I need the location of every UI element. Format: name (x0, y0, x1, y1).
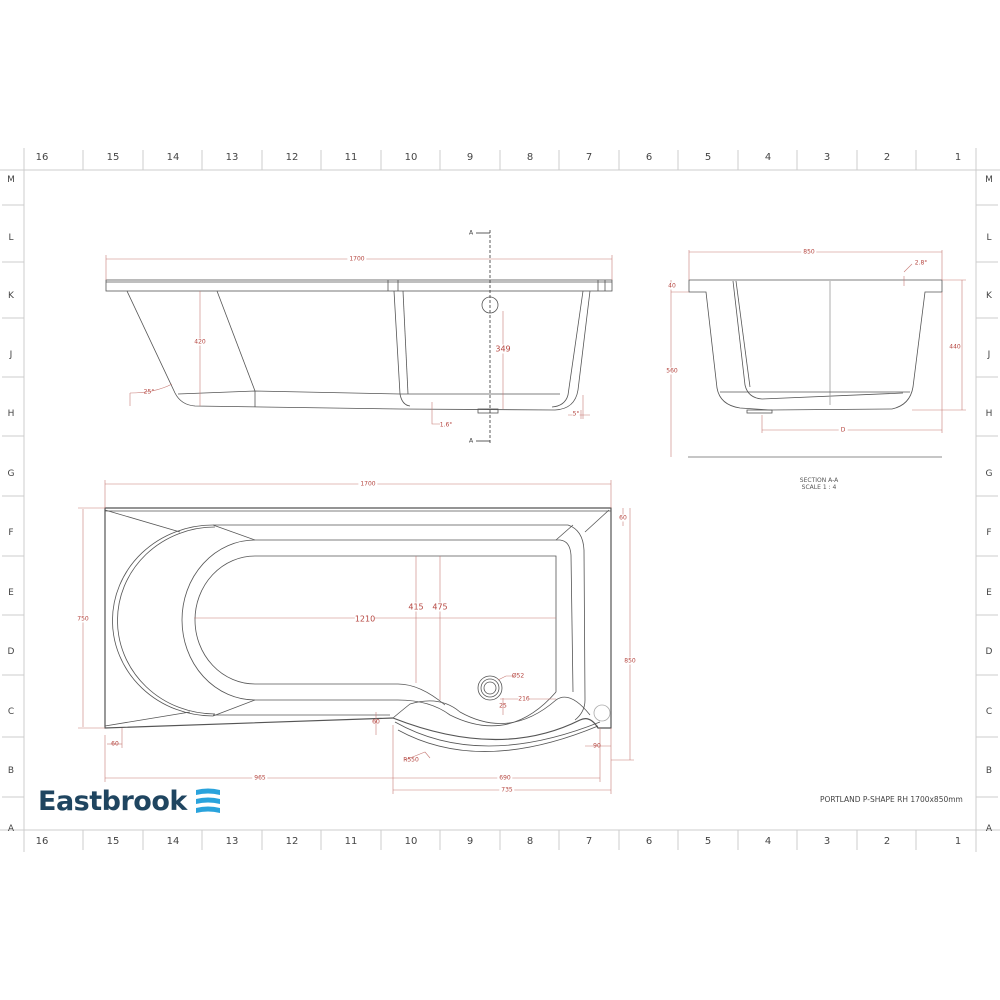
column-label: 10 (404, 836, 418, 847)
row-label: M (7, 175, 15, 185)
section-title: SECTION A-A (799, 477, 839, 484)
column-label: 16 (35, 836, 49, 847)
base-angle-dim: 1.6° (439, 421, 453, 429)
waste-offset-y-dim: 25 (499, 702, 507, 710)
column-label: 5 (704, 152, 712, 163)
total-height-dim: 560 (666, 367, 678, 375)
column-label: 7 (585, 152, 593, 163)
end-width-dim: 750 (77, 615, 89, 623)
column-label: 9 (466, 152, 474, 163)
column-label: 6 (645, 152, 653, 163)
plan-view (104, 507, 612, 752)
section-width-dim: 850 (801, 248, 817, 256)
rim-dim: 40 (668, 282, 676, 290)
plan-length-dim: 1700 (358, 480, 378, 488)
corner-dim: 90 (593, 742, 601, 750)
curve-radius-dim: R550 (403, 756, 419, 764)
waste-height-dim: 349 (495, 344, 511, 354)
column-label: 6 (645, 836, 653, 847)
column-label: 13 (225, 836, 239, 847)
inner-width-dim-1: 415 (408, 602, 424, 612)
waste-offset-x-dim: 216 (518, 695, 530, 703)
straight-length-dim: 965 (252, 774, 268, 782)
column-label: 13 (225, 152, 239, 163)
column-label: 11 (344, 152, 358, 163)
drawing-title: PORTLAND P-SHAPE RH 1700x850mm (820, 795, 963, 804)
section-marker-top: A (468, 229, 474, 237)
section-scale: SCALE 1 : 4 (801, 484, 837, 491)
row-label: B (7, 766, 15, 776)
waste-diameter-dim: Ø52 (511, 672, 525, 680)
column-label: 1 (954, 836, 962, 847)
right-rim-dim: 60 (619, 514, 627, 522)
column-label: 5 (704, 836, 712, 847)
row-label: H (985, 409, 993, 419)
column-label: 14 (166, 836, 180, 847)
side-length-dim: 1700 (347, 255, 367, 263)
brand-logo: Eastbrook (38, 786, 221, 817)
row-label: H (7, 409, 15, 419)
row-label: F (986, 528, 992, 538)
column-label: 8 (526, 152, 534, 163)
section-view (688, 279, 943, 414)
column-label: 2 (883, 152, 891, 163)
brand-name: Eastbrook (38, 786, 187, 817)
section-caption: SECTION A-A SCALE 1 : 4 (800, 477, 838, 491)
row-label: L (8, 233, 14, 243)
column-label: 16 (35, 152, 49, 163)
column-label: 4 (764, 152, 772, 163)
left-rim-dim: 60 (111, 740, 119, 748)
row-label: F (8, 528, 14, 538)
row-label: B (985, 766, 993, 776)
rim-angle-dim: 2.8° (914, 259, 928, 267)
column-label: 12 (285, 836, 299, 847)
column-label: 8 (526, 836, 534, 847)
row-label: M (985, 175, 993, 185)
row-label: J (9, 350, 13, 360)
wave-lines-icon (195, 788, 220, 813)
column-label: 12 (285, 152, 299, 163)
column-label: 3 (823, 152, 831, 163)
row-label: C (985, 707, 993, 717)
side-depth-dim: 420 (194, 338, 206, 346)
row-label: A (985, 824, 993, 834)
inner-depth-dim: 440 (949, 343, 961, 351)
end-angle-dim: 25° (143, 388, 155, 396)
curve-length-dim: 690 (497, 774, 513, 782)
row-label: G (985, 469, 993, 479)
column-label: 15 (106, 152, 120, 163)
step-dim: 60 (372, 718, 380, 726)
row-label: C (7, 707, 15, 717)
column-label: 7 (585, 836, 593, 847)
base-dim: D (838, 426, 848, 434)
overall-width-dim: 850 (624, 657, 636, 665)
column-label: 1 (954, 152, 962, 163)
inner-width-dim-2: 475 (432, 602, 448, 612)
row-label: G (7, 469, 15, 479)
column-label: 10 (404, 152, 418, 163)
row-label: E (8, 588, 14, 598)
inner-length-dim: 1210 (354, 614, 376, 624)
side-view (105, 279, 613, 414)
column-label: 3 (823, 836, 831, 847)
column-label: 11 (344, 836, 358, 847)
row-label: K (8, 291, 14, 301)
row-label: A (7, 824, 15, 834)
column-label: 4 (764, 836, 772, 847)
row-label: D (7, 647, 15, 657)
row-label: J (987, 350, 991, 360)
column-label: 9 (466, 836, 474, 847)
curve-overall-dim: 735 (499, 786, 515, 794)
side-angle-dim: 5° (572, 410, 580, 418)
row-label: E (986, 588, 992, 598)
section-marker-bottom: A (468, 437, 474, 445)
row-label: K (986, 291, 992, 301)
column-label: 14 (166, 152, 180, 163)
row-label: D (985, 647, 993, 657)
row-label: L (986, 233, 992, 243)
column-label: 2 (883, 836, 891, 847)
column-label: 15 (106, 836, 120, 847)
